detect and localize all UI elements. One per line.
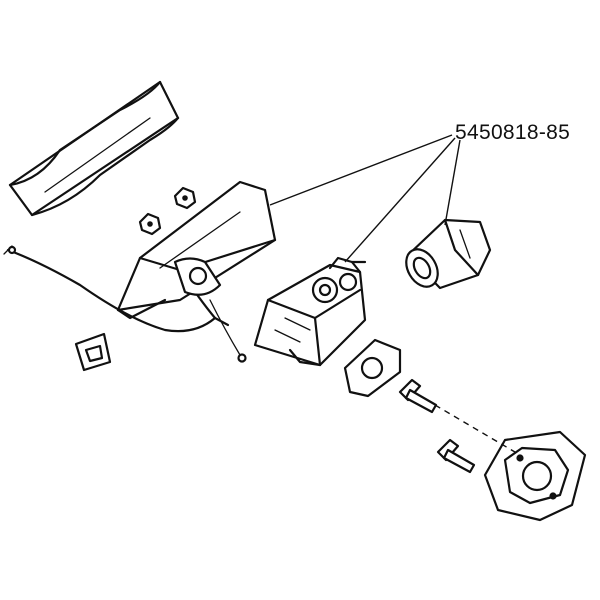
mounting-bolts <box>398 378 476 474</box>
carburetor-bracket <box>116 180 277 363</box>
part-number-label: 5450818-85 <box>455 121 571 144</box>
carburetor-gasket <box>343 338 402 398</box>
air-filter <box>8 80 180 217</box>
intake-adapter <box>405 218 492 290</box>
callout-leader-lines <box>269 134 461 263</box>
intake-flange <box>483 430 587 522</box>
carburetor <box>253 256 367 367</box>
cable-grommet <box>74 332 112 372</box>
alignment-line <box>434 404 521 456</box>
